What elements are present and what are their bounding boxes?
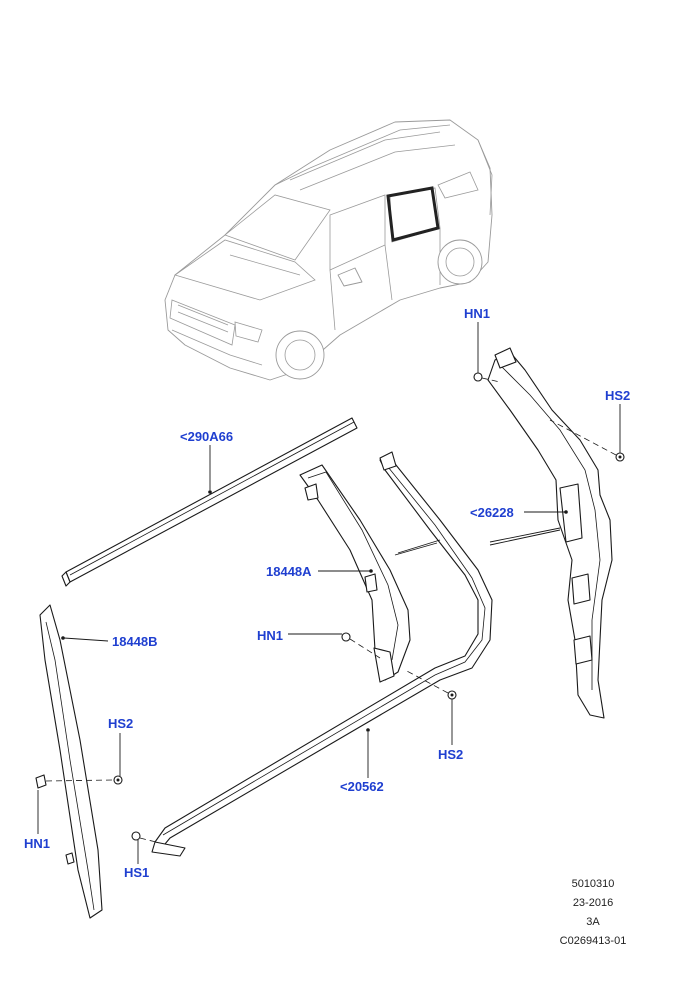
callout-26228: <26228 (470, 505, 514, 520)
leader-lines (37, 322, 621, 864)
drawing-date: 23-2016 (572, 897, 614, 909)
callout-20562: <20562 (340, 779, 384, 794)
callout-hn1-left: HN1 (24, 836, 50, 851)
part-20562 (151, 451, 493, 857)
callout-290a66: <290A66 (180, 429, 233, 444)
vehicle-illustration (164, 119, 493, 381)
callout-hs1: HS1 (124, 865, 149, 880)
callout-hn1-top: HN1 (464, 306, 490, 321)
illustration-id: C0269413-01 (559, 935, 627, 947)
callout-18448a: 18448A (266, 564, 312, 579)
callout-hs2-left: HS2 (108, 716, 133, 731)
drawing-revision: 3A (586, 916, 600, 928)
callout-hs2-right: HS2 (605, 388, 630, 403)
part-18448a (299, 464, 411, 683)
callout-18448b: 18448B (112, 634, 158, 649)
callout-hn1-middle: HN1 (257, 628, 283, 643)
callout-hs2-bottom: HS2 (438, 747, 463, 762)
callout-labels: HN1 HS2 <290A66 <26228 18448A HN1 18448B… (24, 306, 630, 880)
part-26228 (487, 347, 613, 719)
part-290a66 (61, 417, 358, 587)
assembly-lines (394, 527, 561, 556)
part-18448b (39, 604, 103, 919)
drawing-number: 5010310 (571, 878, 615, 890)
